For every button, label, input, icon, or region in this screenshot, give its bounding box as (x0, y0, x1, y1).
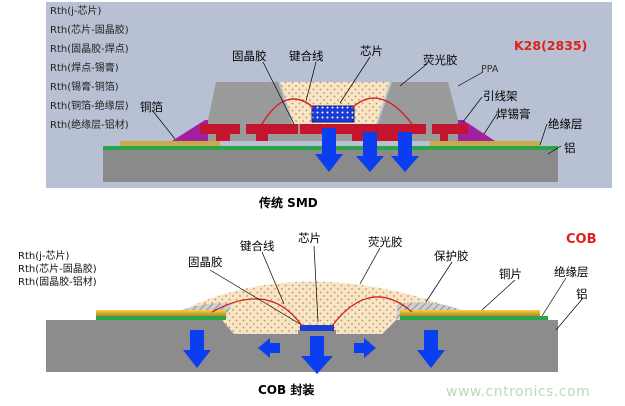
cob-title: COB (566, 232, 597, 247)
cob-label-copper-sheet: 铜片 (499, 267, 522, 281)
cob-caption: COB 封装 (258, 383, 315, 397)
smd-lead-frame-left (200, 124, 240, 141)
smd-heat-arrow-1 (315, 128, 343, 172)
smd-caption: 传统 SMD (259, 196, 318, 210)
cob-label-die-attach: 固晶胶 (188, 255, 223, 269)
smd-label-phosphor: 荧光胶 (423, 53, 458, 67)
cob-copper-right (400, 310, 540, 316)
smd-rth-item: Rth(j-芯片) (50, 6, 102, 17)
cob-thermal-path-list: Rth(j-芯片) Rth(芯片-固晶胶) Rth(固晶胶-铝材) (18, 250, 97, 289)
cob-heat-arrow-side-right (354, 338, 376, 358)
smd-model-label: K28(2835) (514, 38, 588, 53)
cob-insulation-left (96, 316, 226, 320)
smd-label-chip: 芯片 (360, 44, 383, 58)
smd-bond-wire-right (351, 97, 413, 125)
cob-label-protective-glue: 保护胶 (434, 249, 469, 263)
cob-heat-arrow-left (183, 330, 211, 368)
smd-label-copper-foil: 铜箔 (140, 100, 163, 114)
smd-label-lead-frame: 引线架 (483, 89, 518, 103)
smd-leader-lines (151, 56, 562, 155)
cob-bond-wire-left (211, 298, 303, 327)
cob-label-bond-wire: 键合线 (240, 239, 275, 253)
cob-label-aluminum: 铝 (576, 287, 588, 301)
cob-leader-lines (209, 245, 584, 331)
smd-rth-item: Rth(芯片-固晶胶) (50, 25, 129, 36)
smd-heat-arrow-2 (356, 132, 384, 172)
smd-label-aluminum: 铝 (564, 141, 576, 155)
cob-chip (300, 325, 334, 331)
cob-copper-left (96, 310, 226, 316)
smd-rth-item: Rth(铜箔-绝缘层) (50, 101, 129, 112)
cob-rth-item: Rth(固晶胶-铝材) (18, 277, 97, 288)
cob-heat-arrow-right (417, 330, 445, 368)
smd-label-insulation: 绝缘层 (548, 117, 583, 131)
watermark: www.cntronics.com (446, 384, 591, 400)
cob-rth-item: Rth(芯片-固晶胶) (18, 264, 97, 275)
cob-heat-arrow-center (301, 336, 333, 374)
cob-label-chip: 芯片 (298, 231, 321, 245)
cob-label-insulation: 绝缘层 (554, 265, 589, 279)
smd-phosphor (280, 82, 390, 124)
smd-thermal-path-list: Rth(j-芯片) Rth(芯片-固晶胶) Rth(固晶胶-焊点) Rth(焊点… (50, 6, 129, 139)
smd-rth-item: Rth(锡膏-铜箔) (50, 82, 119, 93)
cob-phosphor-dome (170, 281, 470, 334)
smd-label-ppa: PPA (481, 64, 499, 75)
cob-bond-wire-right (331, 296, 413, 327)
smd-chip (311, 105, 355, 123)
smd-rth-item: Rth(固晶胶-焊点) (50, 44, 129, 55)
smd-label-solder-paste: 焊锡膏 (496, 107, 531, 121)
cob-label-phosphor: 荧光胶 (368, 235, 403, 249)
smd-lead-frame-right (432, 124, 468, 141)
smd-lead-frame-mid (246, 124, 298, 141)
smd-label-die-attach: 固晶胶 (232, 49, 267, 63)
smd-label-bond-wire: 键合线 (289, 49, 324, 63)
smd-rth-item: Rth(绝缘层-铝材) (50, 120, 129, 131)
cob-rth-item: Rth(j-芯片) (18, 251, 70, 262)
smd-heat-arrow-3 (391, 132, 419, 172)
smd-bond-wire-left (261, 98, 315, 125)
cob-insulation-right (400, 316, 548, 320)
smd-rth-item: Rth(焊点-锡膏) (50, 63, 119, 74)
smd-copper-foil-left (120, 141, 220, 146)
smd-copper-foil-right (430, 141, 540, 146)
cob-heat-arrow-side-left (258, 338, 280, 358)
